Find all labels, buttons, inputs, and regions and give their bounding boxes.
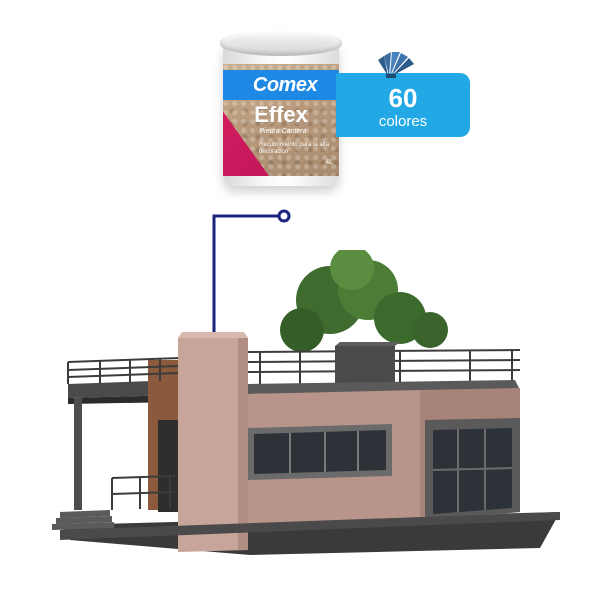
tree [280,250,448,352]
house-illustration [52,250,560,555]
product-tagline: Recubrimiento para la alta decoración [259,142,330,155]
product-line: Piedra Cantera [259,128,307,135]
paint-can-lid-inner [230,34,332,48]
colors-badge: 60 colores [336,73,470,137]
swatch-fan-shapes [378,52,414,78]
can-brand-band [223,70,339,100]
paint-can-lid [220,30,342,56]
product-name: Effex [254,102,308,127]
paint-can: Comex Effex Piedra Cantera Recubrimiento… [220,30,342,190]
colors-label: colores [378,113,428,130]
brand-logo: Comex [252,74,318,96]
color-swatch-fan-icon [378,52,414,78]
product-size: 4L [325,159,333,166]
paint-can-body: Comex Effex Piedra Cantera Recubrimiento… [223,44,339,186]
colors-count: 60 [388,83,418,113]
